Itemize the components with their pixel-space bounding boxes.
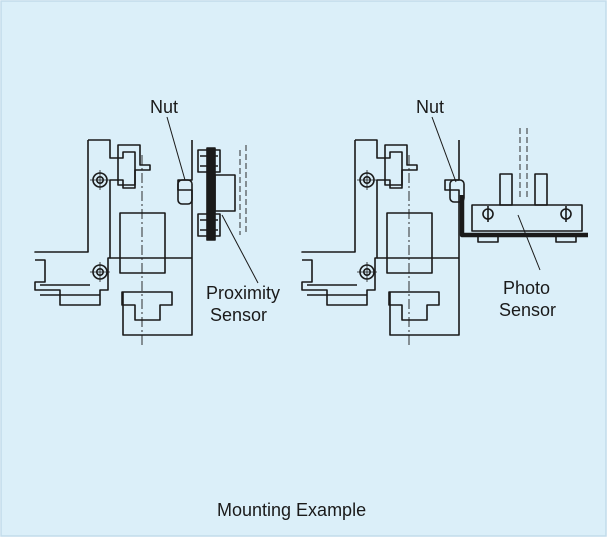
sensor-leader (517, 214, 541, 271)
upper-t-slot (117, 144, 151, 186)
mounting-hole-lower (357, 262, 377, 282)
photo-sensor-housing (471, 204, 583, 232)
sensor-label-right-line2: Sensor (499, 300, 557, 320)
nut-leader (166, 116, 186, 181)
sensor-label-left-line2: Sensor (210, 305, 268, 325)
sensor-label-left-line1: Proximity (206, 283, 281, 303)
proximity-sensor-diagram (34, 116, 259, 345)
photo-sensor-left-arm (499, 173, 513, 206)
mounting-hole-upper (357, 170, 377, 190)
sensor-plate (206, 147, 216, 241)
center-slot (386, 212, 433, 274)
sensor-leader (221, 214, 259, 284)
mounting-hole-upper (90, 170, 110, 190)
upper-t-slot (384, 144, 418, 186)
upper-fixing-nut (197, 149, 221, 173)
nut-label-right: Nut (416, 97, 445, 117)
nut (449, 179, 465, 203)
center-slot (119, 212, 166, 274)
proximity-sensor-body (214, 174, 236, 212)
caption: Mounting Example (217, 500, 367, 520)
nut-leader (431, 116, 457, 183)
left-screw (477, 206, 499, 243)
sensor-axis-lines (239, 145, 247, 235)
lower-t-slot (388, 291, 440, 321)
lower-t-slot (121, 291, 173, 321)
photo-sensor-diagram (301, 116, 588, 345)
photo-sensor-right-arm (534, 173, 548, 206)
right-screw (555, 206, 577, 243)
base-plate-outline (307, 140, 460, 336)
nut-label-left: Nut (150, 97, 179, 117)
mounting-hole-lower (90, 262, 110, 282)
sensor-axis-lines (519, 128, 528, 200)
lower-fixing-nut (197, 213, 221, 237)
sensor-label-right-line1: Photo (503, 278, 551, 298)
l-bracket-plate (459, 195, 588, 238)
